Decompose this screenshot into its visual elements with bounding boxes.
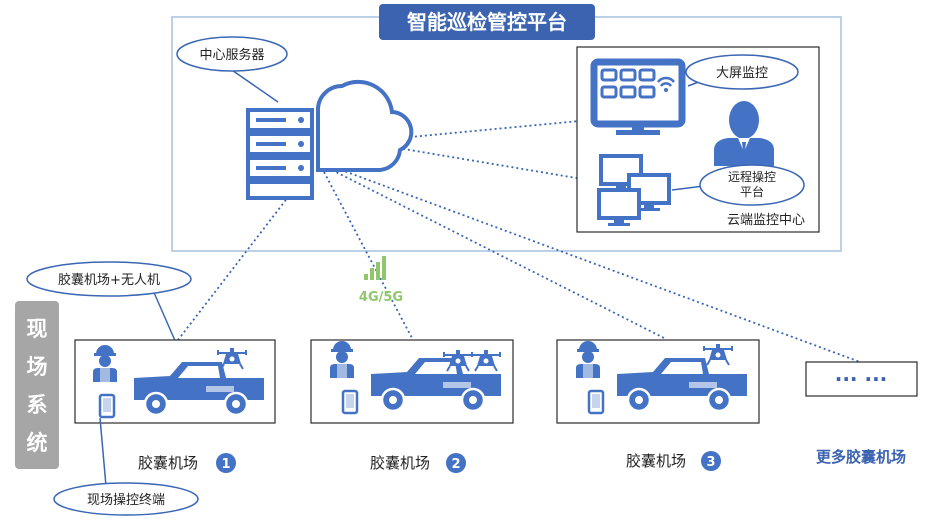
remote-label-line2: 平台 (740, 184, 764, 199)
big-screen-label: 大屏监控 (716, 66, 768, 81)
airport-3 (556, 339, 760, 424)
title-banner (379, 4, 595, 40)
airport-1-label: 胶囊机场 (138, 454, 198, 472)
airport-1 (74, 339, 276, 424)
field-system-label: 现 场 系 统 (27, 317, 48, 455)
line-to-airport-3 (331, 169, 665, 339)
drone-callout-label: 胶囊机场+无人机 (58, 272, 160, 288)
airport-2-badge (446, 453, 466, 473)
more-airports-box (805, 361, 918, 397)
platform-title: 智能巡检管控平台 (407, 10, 567, 34)
more-airports-label: 更多胶囊机场 (816, 448, 906, 466)
monitor-center-label: 云端监控中心 (727, 213, 805, 228)
network-label: 4G/5G (359, 290, 403, 305)
airport-3-badge (701, 451, 721, 471)
field-system-char: 系 (27, 393, 48, 417)
big-screen-callout (685, 54, 799, 90)
cloud-icon (316, 79, 414, 172)
airport-2-number: 2 (451, 457, 460, 472)
remote-label-line1: 远程操控 (728, 169, 776, 184)
line-to-airport-2 (323, 171, 413, 339)
server-icon (246, 108, 314, 200)
operator-icon (714, 101, 774, 166)
airport-2 (310, 339, 514, 424)
airport-1-badge (216, 453, 236, 473)
airport-3-number: 3 (706, 455, 715, 470)
airport-2-label: 胶囊机场 (370, 454, 430, 472)
remote-callout (671, 164, 805, 206)
field-system-label-bg (15, 301, 59, 469)
drone-callout (26, 261, 192, 353)
terminal-callout-label: 现场操控终端 (87, 492, 165, 508)
terminal-callout (53, 417, 199, 516)
line-to-big-screen (399, 119, 591, 139)
more-airports-ellipsis: ··· ··· (835, 367, 888, 391)
signal-icon (364, 256, 386, 280)
airport-1-number: 1 (221, 457, 230, 472)
field-system-char: 现 (27, 317, 48, 341)
field-system-char: 统 (27, 431, 48, 455)
line-to-remote (397, 147, 601, 183)
field-system-char: 场 (27, 355, 48, 379)
line-to-more (335, 167, 861, 363)
line-to-airport-1 (177, 191, 293, 341)
big-screen-icon (590, 58, 686, 135)
server-label: 中心服务器 (199, 47, 264, 63)
server-callout (176, 36, 288, 103)
connection-lines (177, 119, 861, 363)
airport-3-label: 胶囊机场 (626, 452, 686, 470)
